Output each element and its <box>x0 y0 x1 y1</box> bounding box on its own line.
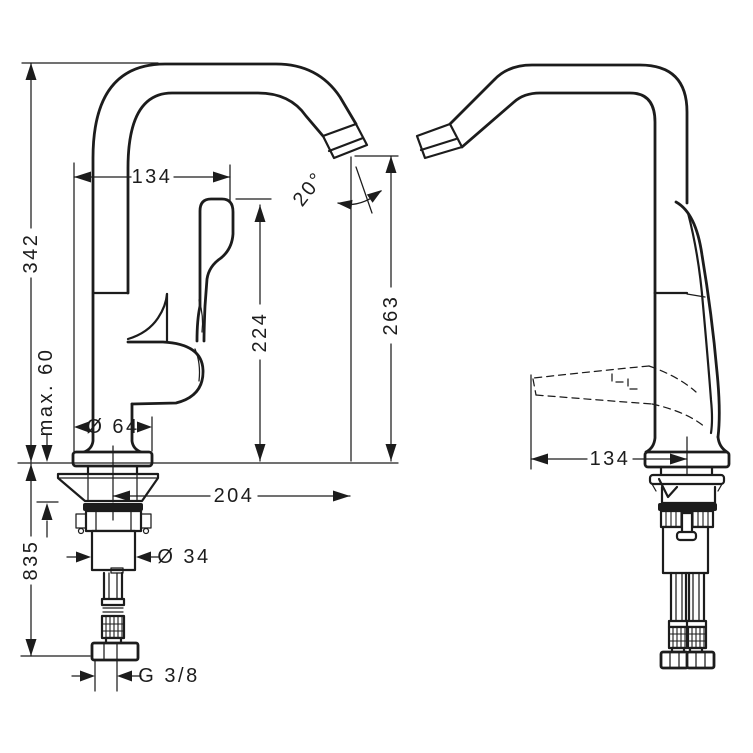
dim-below-counter: 835 <box>20 463 91 657</box>
left-view-faucet <box>56 62 369 662</box>
bracket-foot-right <box>142 527 150 535</box>
dim-outlet-height: 263 <box>354 155 402 462</box>
hose-outer <box>102 571 124 602</box>
dim-below-counter-label: 835 <box>20 540 42 581</box>
body-left-edge-right-view <box>644 291 657 454</box>
dim-reach-label: 204 <box>214 485 255 507</box>
key-tab <box>675 530 698 542</box>
spout-inner-line <box>126 91 325 295</box>
hose-inner <box>108 572 118 601</box>
bracket-tab-right <box>140 513 152 529</box>
dim-counter-thickness-label: max. 60 <box>35 348 57 437</box>
base-stem-right <box>659 465 714 477</box>
body-flare-right <box>716 435 729 454</box>
body-dome-curve <box>126 292 169 341</box>
dim-total-height-label: 342 <box>20 233 42 274</box>
dim-handle-height-label: 224 <box>249 312 271 353</box>
hex-nut-right-1 <box>659 650 690 670</box>
hose-rings <box>102 607 124 617</box>
dim-spout-offset: 134 <box>73 162 231 452</box>
o-ring-seal <box>83 503 143 511</box>
dim-side-offset-label: 134 <box>590 448 631 470</box>
spout-outer-line <box>82 62 358 454</box>
hose-braid-hatch-right <box>668 627 707 648</box>
dim-base-diameter-label: Ø 64 <box>86 416 139 438</box>
right-view-faucet <box>415 63 731 670</box>
hex-nut-facets <box>103 642 118 661</box>
hose-collar <box>100 597 126 607</box>
key-stem <box>680 511 694 536</box>
spout-outer-line-right <box>448 63 689 205</box>
dim-thread: G 3/8 <box>71 660 199 692</box>
dim-outlet-angle-label: 20° <box>289 167 330 210</box>
hex-nut-facets-right <box>669 651 706 669</box>
handle-joint-tick <box>686 293 706 298</box>
hose-braid-right-1 <box>667 625 689 650</box>
nozzle-cap <box>321 122 369 160</box>
dim-counter-thickness: max. 60 <box>35 348 59 538</box>
hose-braid <box>100 614 126 640</box>
handle-edge-outer <box>674 200 721 439</box>
dim-total-height: 342 <box>20 62 159 463</box>
dim-spout-offset-label: 134 <box>132 166 173 188</box>
dim-outlet-angle: 20° <box>289 166 382 214</box>
nozzle-cap-right <box>415 122 464 160</box>
dim-outlet-height-label: 263 <box>380 295 402 336</box>
cartridge-pod <box>126 340 205 406</box>
bracket-foot-left <box>77 527 85 535</box>
handle-edge-inner <box>686 211 714 435</box>
base-stem <box>86 464 139 476</box>
dim-base-diameter: Ø 64 <box>74 416 153 452</box>
dim-shank-diameter-label: Ø 34 <box>157 546 210 568</box>
dim-shank-diameter: Ø 34 <box>66 546 210 568</box>
dim-handle-height: 224 <box>235 198 272 462</box>
bracket-detail <box>95 510 132 532</box>
spout-inner-line-right <box>460 91 657 295</box>
shank <box>90 529 137 572</box>
dim-thread-label: G 3/8 <box>138 665 199 687</box>
handle-swivel-dashed <box>532 365 707 429</box>
hose-braid-hatch <box>101 616 125 638</box>
nozzle-aerator-line <box>327 136 365 153</box>
pod-inner-curve <box>194 348 201 382</box>
twin-hose-inner <box>675 572 700 622</box>
escutcheon-feet-right <box>651 483 723 492</box>
bracket-tab-left <box>75 513 87 529</box>
dimension-layer: 342 max. 60 835 134 <box>17 62 688 692</box>
dim-reach: 204 <box>112 156 352 507</box>
dim-side-offset: 134 <box>530 374 688 470</box>
nozzle-aerator-line-right <box>419 137 458 152</box>
escutcheon-right <box>648 473 726 486</box>
hose-braid-right-2 <box>686 625 708 650</box>
hex-nut-right-2 <box>685 650 716 670</box>
twin-hose-outer <box>669 571 706 623</box>
o-ring-seal-right <box>658 503 717 511</box>
hex-nut <box>90 641 140 662</box>
handle-lever <box>195 197 235 343</box>
clamp-hook-mark <box>657 477 679 499</box>
handle-inner-curve <box>198 299 204 333</box>
